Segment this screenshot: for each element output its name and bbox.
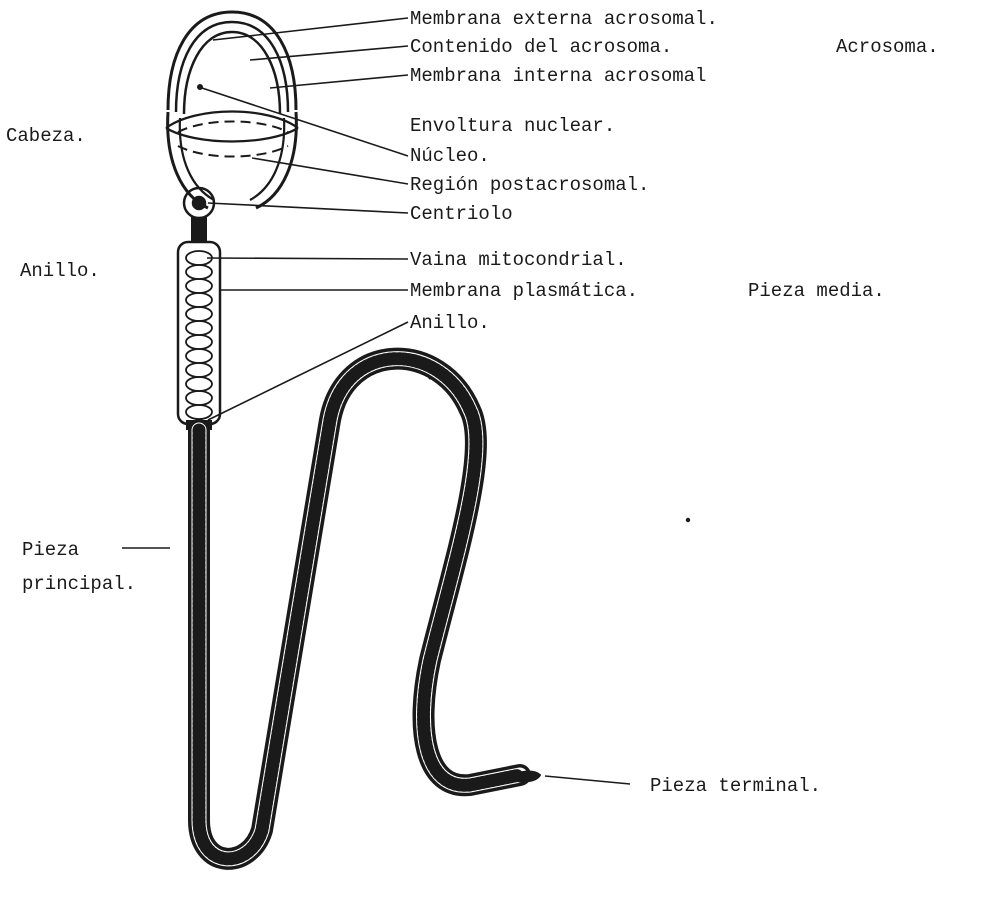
label-cabeza: Cabeza. [6,125,86,147]
label-anillo-right: Anillo. [410,312,490,334]
speck [429,377,432,380]
label-pieza-principal-1: Pieza [22,539,79,561]
neck [191,217,207,243]
label-envoltura-nuclear: Envoltura nuclear. [410,115,615,137]
label-membrana-plasmatica: Membrana plasmática. [410,280,638,302]
label-membrana-externa: Membrana externa acrosomal. [410,8,718,30]
label-contenido-acrosoma: Contenido del acrosoma. [410,36,672,58]
label-anillo-left: Anillo. [20,260,100,282]
leader-pieza-terminal [545,776,630,784]
label-region-postacrosomal: Región postacrosomal. [410,174,649,196]
label-membrana-interna: Membrana interna acrosomal [410,65,706,87]
outer-acrosomal-membrane [168,12,296,110]
label-centriolo: Centriolo [410,203,513,225]
label-nucleo: Núcleo. [410,145,490,167]
centriole [193,197,205,209]
leader-membrana-interna [270,75,408,88]
leader-membrana-externa [213,18,408,40]
midpiece [178,217,220,430]
leader-vaina [207,258,408,259]
label-pieza-media: Pieza media. [748,280,885,302]
speck [686,518,690,522]
label-pieza-principal-2: principal. [22,573,136,595]
leader-centriolo [208,203,408,213]
tail [199,359,540,859]
equatorial-band [166,112,298,142]
principal-piece-striations [199,359,520,859]
inner-acrosomal-membrane [184,32,280,114]
nucleus-dot [197,84,203,90]
midpiece-outer [178,242,220,424]
mitochondrial-sheath [186,251,212,419]
label-vaina-mitocondrial: Vaina mitocondrial. [410,249,627,271]
sperm-head [166,12,298,218]
label-pieza-terminal: Pieza terminal. [650,775,821,797]
label-acrosoma: Acrosoma. [836,36,939,58]
